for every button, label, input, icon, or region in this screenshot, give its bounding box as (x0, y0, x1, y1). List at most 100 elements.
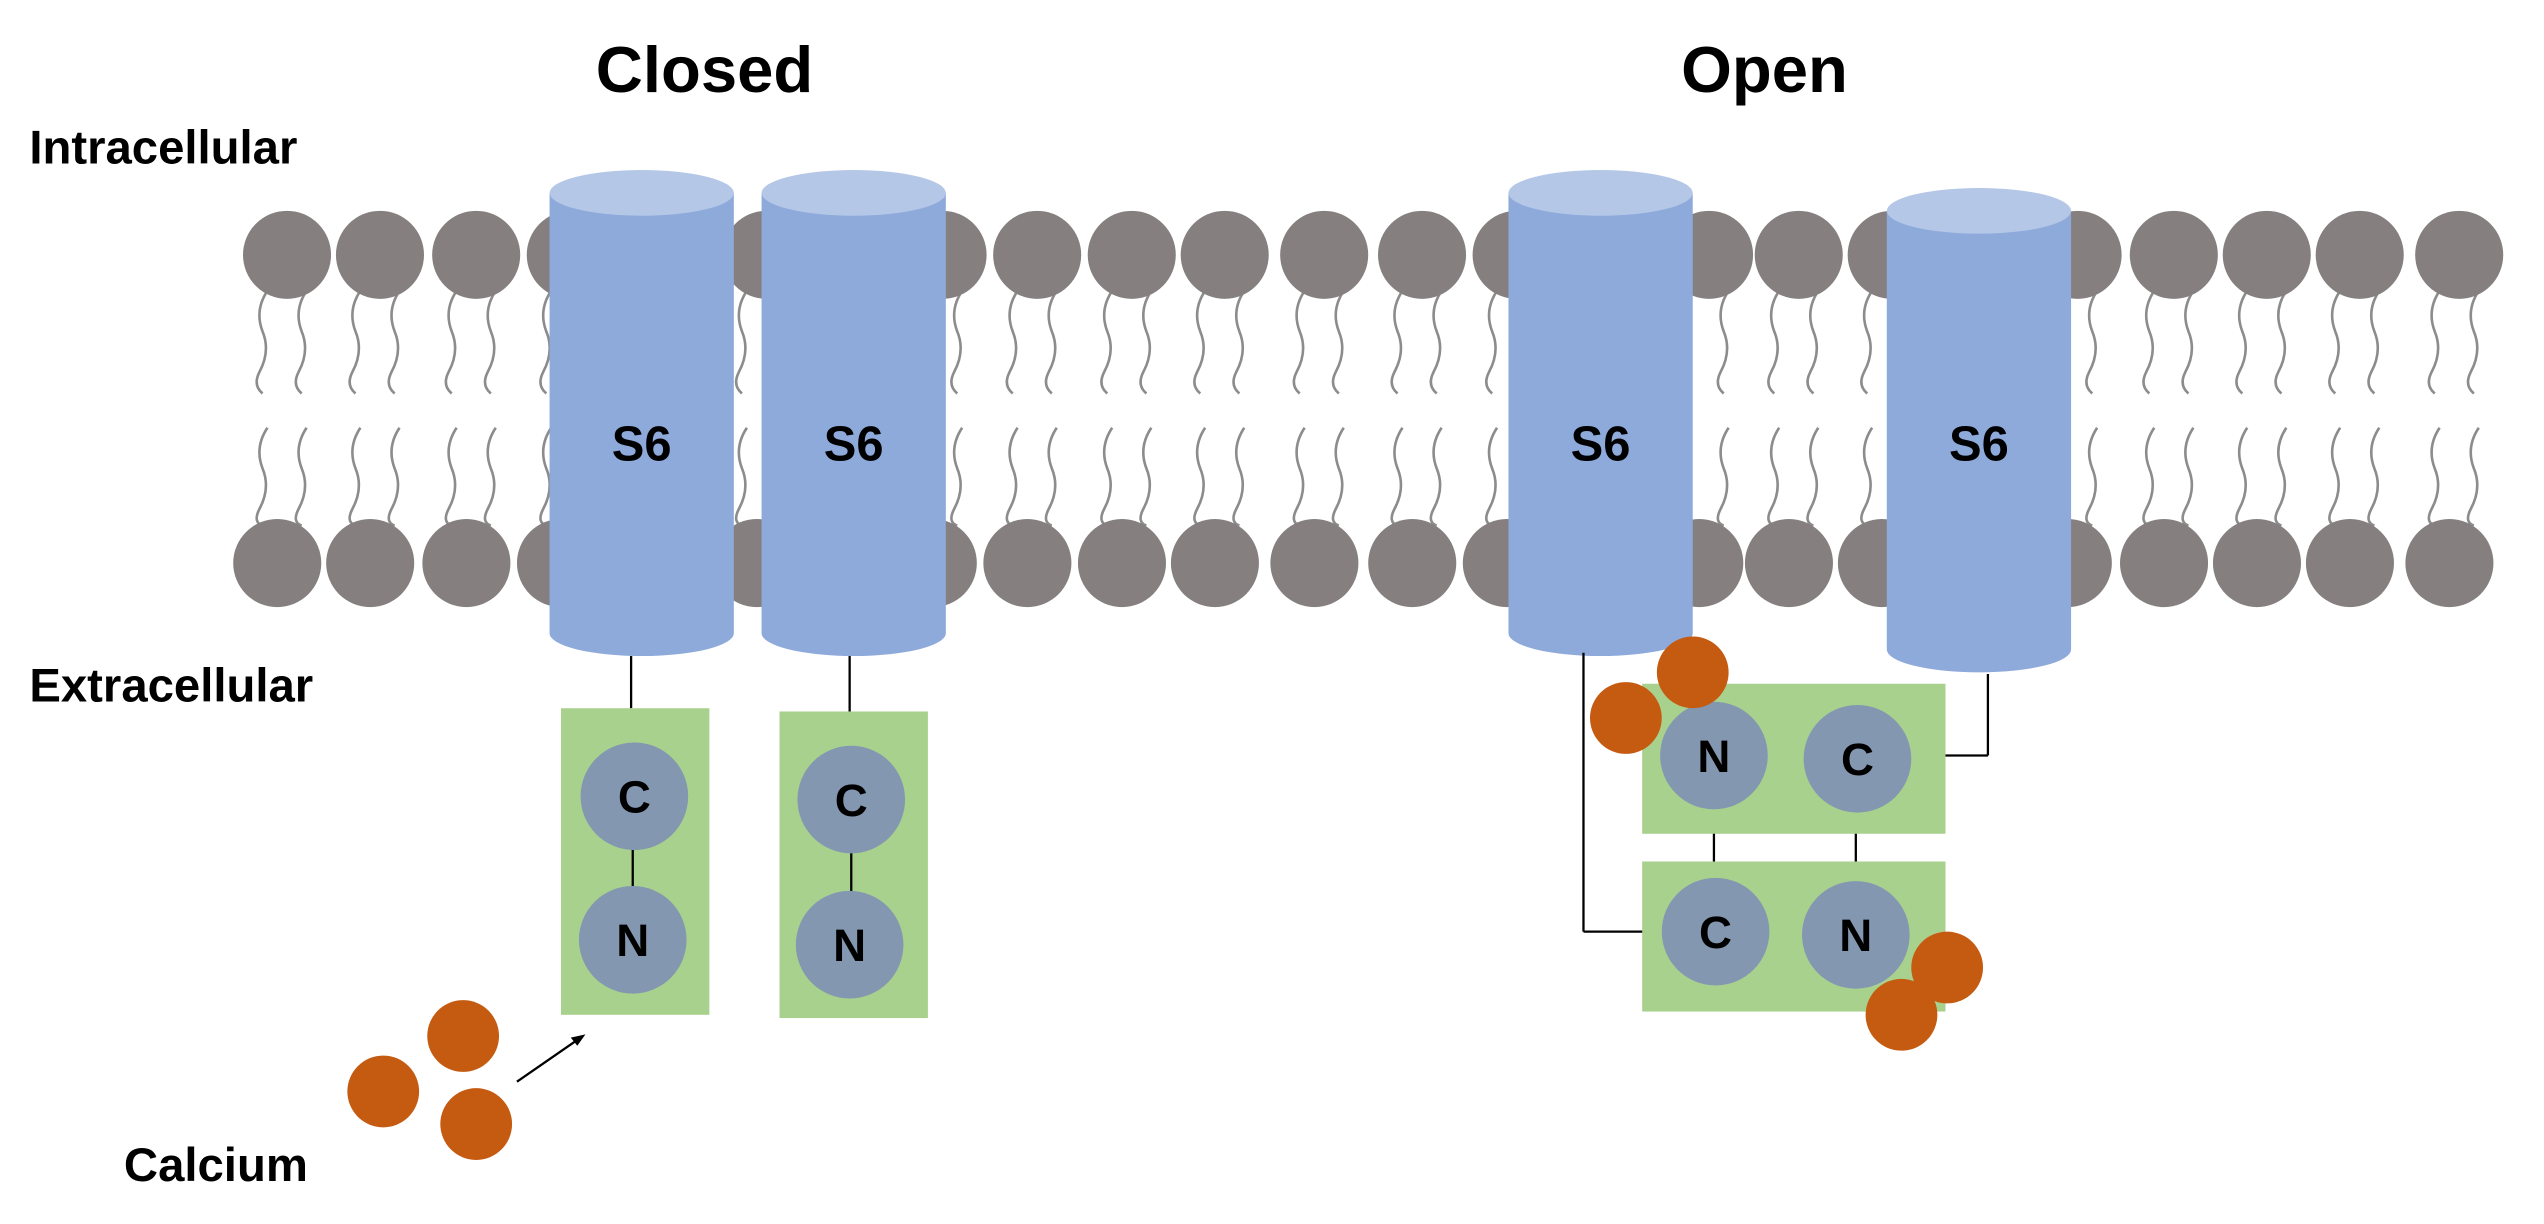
helix-top (1508, 170, 1693, 216)
lipid-tail (1232, 426, 1246, 527)
lipid-tail (1390, 426, 1404, 527)
lipid-head (2120, 519, 2209, 608)
calcium-ion (427, 1000, 500, 1072)
lipid-tail (1390, 290, 1404, 395)
lipid-tail (1044, 290, 1058, 395)
lipid-head (1170, 519, 1259, 608)
lobe-label: C (835, 775, 868, 826)
calcium-ion (1656, 636, 1729, 709)
intracellular-label: Intracellular (29, 122, 297, 175)
open-title: Open (1681, 33, 1848, 106)
lipid-tail (2142, 290, 2156, 395)
lobe-shape (1802, 881, 1910, 989)
lipid-tail (1429, 290, 1443, 395)
calcium-ion (1590, 682, 1662, 754)
s6-helix: S6 (549, 170, 734, 657)
lipid-head (2222, 210, 2311, 299)
lipid-head (233, 519, 322, 608)
lipid-tail (2427, 290, 2441, 395)
lobe-label: C (1699, 907, 1732, 958)
helix-top (549, 170, 734, 216)
lipid-tail (2181, 290, 2195, 395)
helix-body (761, 192, 946, 657)
lipid-tail (1139, 290, 1153, 395)
lipid-tail (348, 290, 362, 395)
lipid-tail (483, 426, 497, 527)
lipid-pair (326, 210, 424, 608)
lipid-tail (2328, 290, 2342, 395)
calcium-ion (347, 1055, 420, 1128)
lipid-tail (255, 426, 269, 527)
calcium-ion (1911, 931, 1984, 1004)
lipid-tail (1292, 290, 1306, 395)
helix-top (761, 170, 946, 216)
lipid-tail (1860, 426, 1874, 527)
lipid-tail (1484, 290, 1499, 395)
helix-body (549, 192, 734, 657)
lipid-tail (2085, 290, 2099, 395)
lobe-shape (1661, 877, 1770, 986)
lipid-head (1368, 519, 1457, 608)
lipid-head (326, 519, 415, 608)
lobe-label: N (833, 920, 866, 971)
lipid-pair (233, 210, 332, 608)
calcium-ion (1865, 978, 1938, 1051)
lipid-tail (2367, 426, 2381, 527)
lipid-pair (1170, 210, 1269, 608)
lipid-tail (2235, 426, 2249, 527)
helix-label: S6 (824, 417, 884, 471)
lobe-label: N (616, 915, 649, 966)
lipid-head (2305, 519, 2394, 608)
lipid-head (2315, 210, 2404, 299)
lobe-shape (578, 885, 687, 994)
lipid-tail (1716, 426, 1730, 527)
lipid-tail (1331, 426, 1345, 527)
helix-body (1886, 210, 2072, 673)
lobe-n: N (795, 890, 904, 999)
lipid-tail (1232, 290, 1246, 395)
lipid-tail (1005, 290, 1019, 395)
lipid-tail (1429, 426, 1443, 527)
lobe-label: C (618, 772, 651, 823)
lobe-c: C (1661, 877, 1770, 986)
lipid-head (983, 519, 1072, 608)
lipid-head (1087, 210, 1176, 299)
lipid-tail (2328, 426, 2342, 527)
helix-top (1886, 188, 2072, 234)
lipid-tail (2142, 426, 2156, 527)
lipid-head (2405, 519, 2494, 608)
lobe-n: N (578, 885, 687, 994)
lipid-tail (2466, 426, 2480, 527)
lobe-label: N (1697, 731, 1730, 782)
lipid-pair (2405, 210, 2504, 608)
lobe-shape (580, 742, 689, 851)
lipid-tail (387, 426, 401, 527)
lipid-pair (983, 210, 1082, 608)
lipid-head (1754, 210, 1843, 299)
s6-helix: S6 (1508, 170, 1693, 657)
lipid-head (432, 210, 521, 299)
lipid-tail (294, 290, 308, 395)
lipid-tail (294, 426, 308, 527)
lipid-tail (2466, 290, 2480, 395)
lipid-tail (444, 290, 458, 395)
lobe-shape (795, 890, 904, 999)
lipid-tail (1044, 426, 1058, 527)
helix-label: S6 (612, 417, 672, 471)
lipid-tail (1716, 290, 1730, 395)
lipid-head (993, 210, 1082, 299)
lipid-tail (950, 426, 964, 527)
lipid-tail (2235, 290, 2249, 395)
lipid-tail (1860, 290, 1874, 395)
extracellular-label: Extracellular (29, 660, 313, 713)
lipid-tail (483, 290, 497, 395)
lipid-tail (1139, 426, 1153, 527)
lipid-tail (255, 290, 269, 395)
lipid-head (242, 210, 332, 299)
lipid-tail (1331, 290, 1345, 395)
lipid-head (2415, 210, 2504, 299)
lipid-pair (2212, 210, 2311, 608)
lobe-shape (1660, 701, 1768, 810)
